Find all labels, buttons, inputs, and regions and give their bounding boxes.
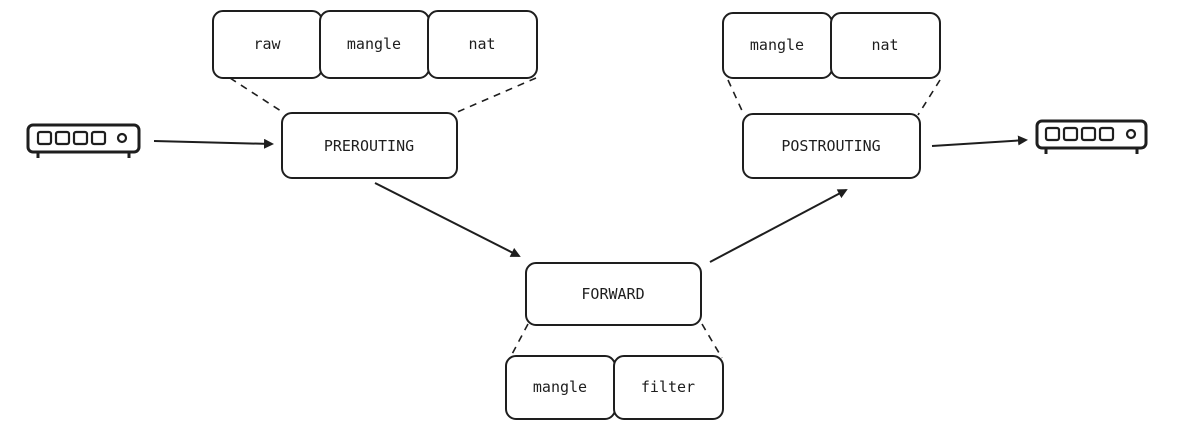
postrouting-table-mangle-label: mangle bbox=[750, 36, 804, 54]
prerouting-table-raw: raw bbox=[212, 10, 323, 79]
postrouting-table-nat-label: nat bbox=[871, 36, 898, 54]
chain-prerouting: PREROUTING bbox=[281, 112, 458, 179]
arrow-forward-to-postrouting bbox=[709, 189, 848, 263]
prerouting-table-nat: nat bbox=[427, 10, 538, 79]
chain-prerouting-label: PREROUTING bbox=[324, 137, 414, 155]
chain-postrouting: POSTROUTING bbox=[742, 113, 921, 179]
postrouting-table-nat: nat bbox=[830, 12, 941, 79]
prerouting-table-raw-label: raw bbox=[253, 35, 281, 53]
forward-table-mangle: mangle bbox=[505, 355, 616, 420]
forward-table-filter-label: filter bbox=[641, 378, 695, 396]
input-network-switch-icon bbox=[26, 123, 141, 158]
flow-arrows bbox=[153, 135, 1028, 263]
prerouting-table-mangle-label: mangle bbox=[347, 35, 401, 53]
prerouting-tables: raw mangle nat bbox=[212, 10, 538, 79]
arrow-input-to-prerouting bbox=[153, 138, 274, 149]
forward-table-filter: filter bbox=[613, 355, 724, 420]
chain-forward-label: FORWARD bbox=[581, 285, 644, 303]
postrouting-table-mangle: mangle bbox=[722, 12, 833, 79]
arrow-prerouting-to-forward bbox=[374, 182, 521, 257]
arrow-postrouting-to-output bbox=[931, 135, 1028, 147]
chain-forward: FORWARD bbox=[525, 262, 702, 326]
chain-postrouting-label: POSTROUTING bbox=[781, 137, 880, 155]
postrouting-tables: mangle nat bbox=[722, 12, 941, 79]
forward-tables: mangle filter bbox=[505, 355, 724, 420]
forward-table-mangle-label: mangle bbox=[533, 378, 587, 396]
prerouting-table-nat-label: nat bbox=[468, 35, 495, 53]
prerouting-table-mangle: mangle bbox=[319, 10, 430, 79]
output-network-switch-icon bbox=[1035, 119, 1148, 154]
dashed-connectors bbox=[229, 77, 941, 359]
